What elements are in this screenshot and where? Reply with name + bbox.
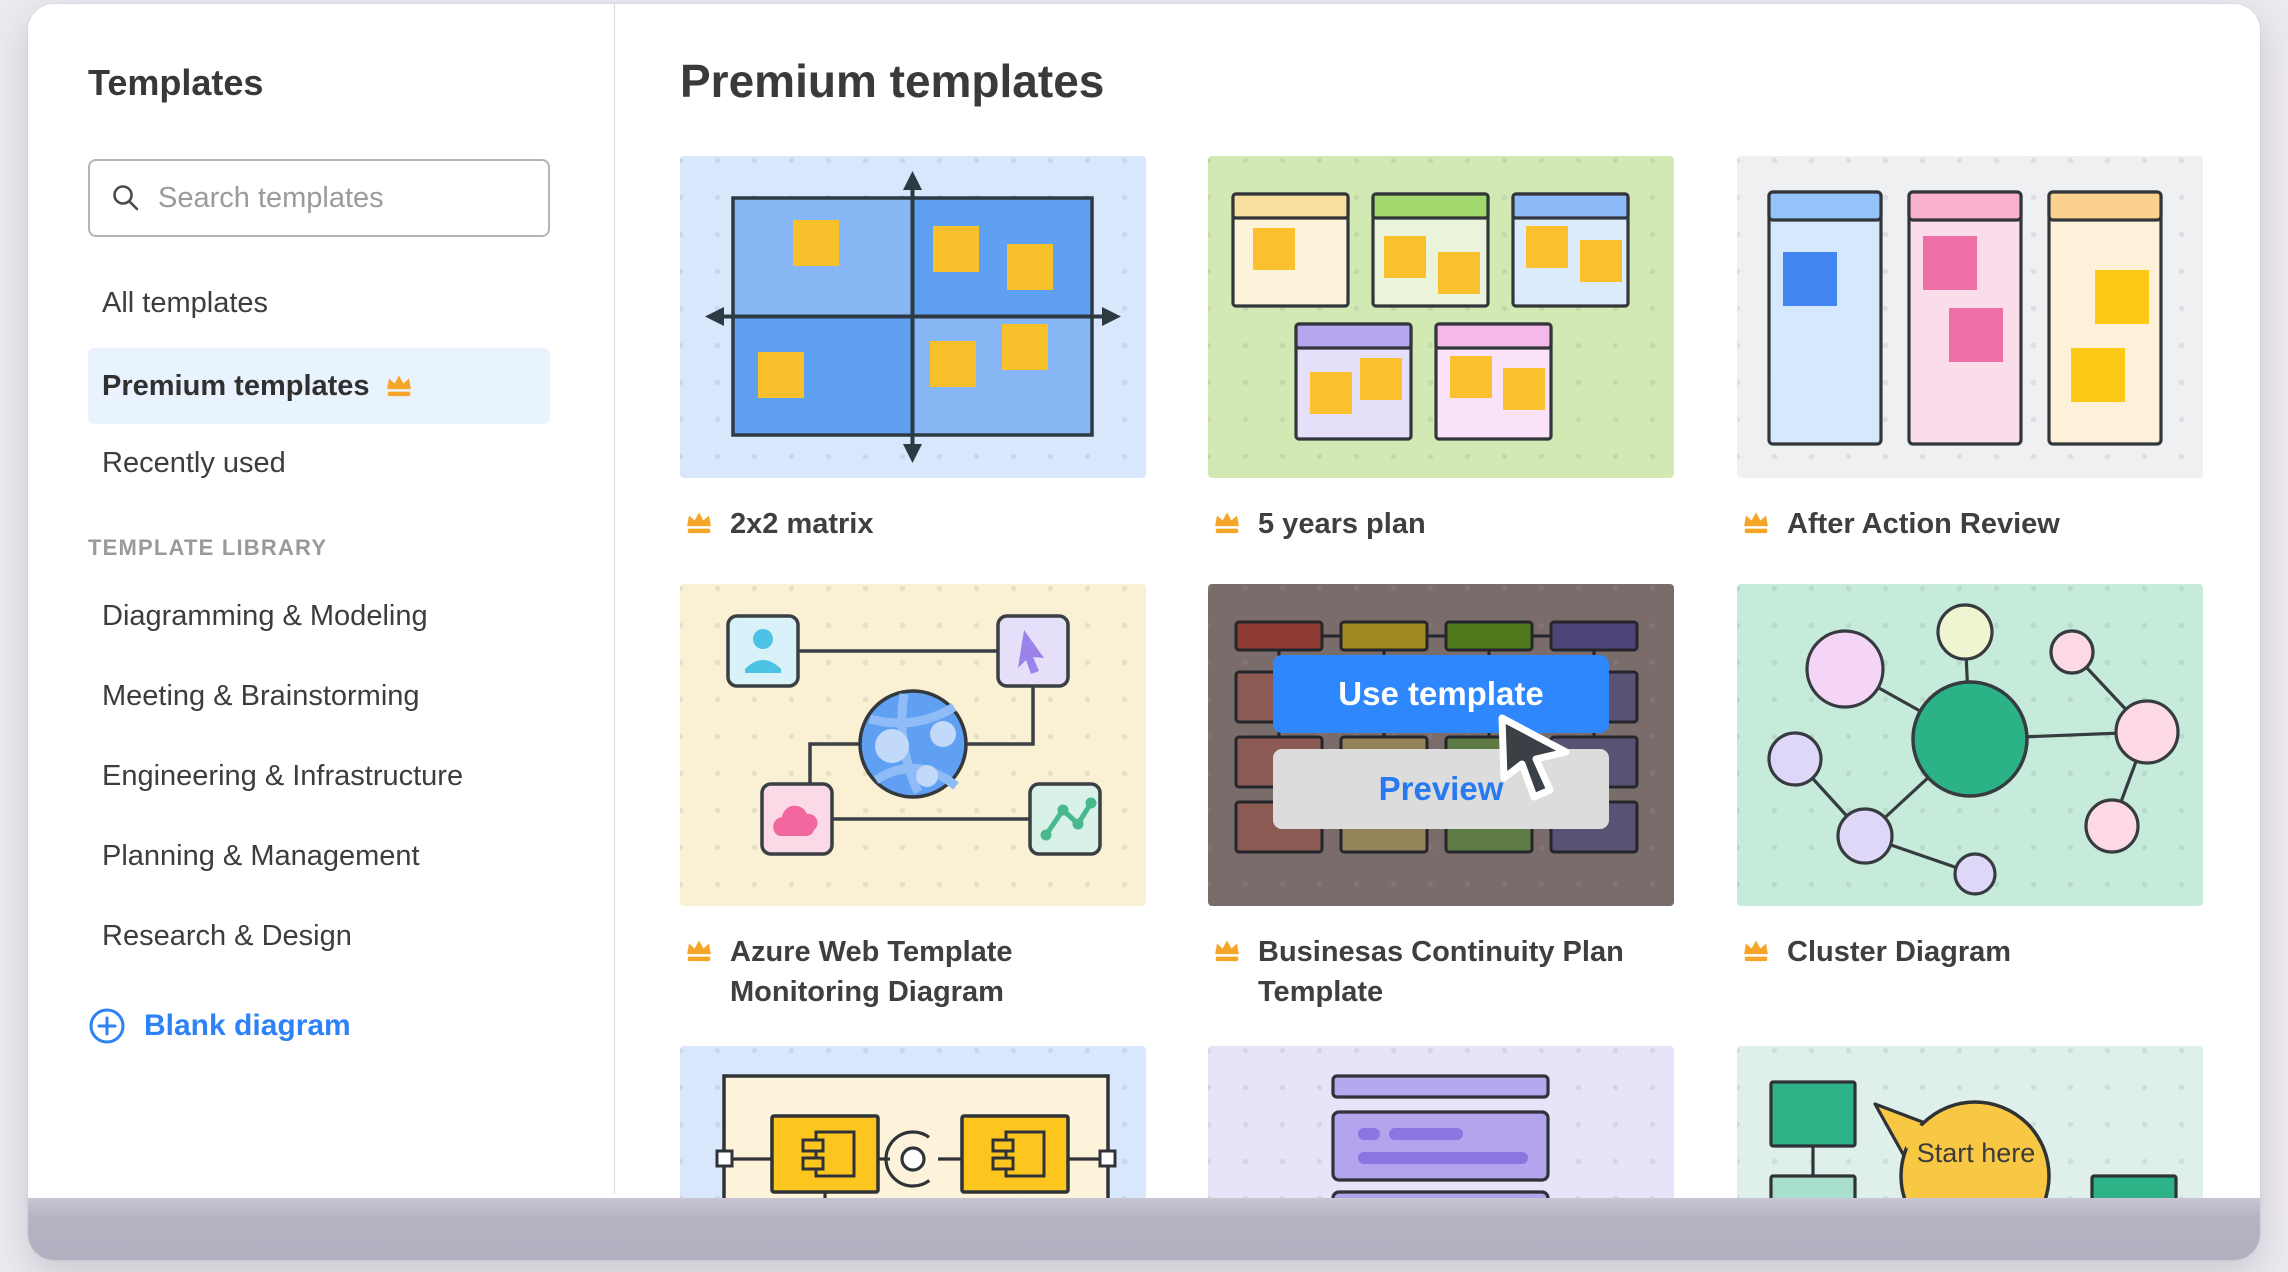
crown-icon [1212, 508, 1242, 543]
crown-icon [1741, 936, 1771, 971]
template-thumbnail-5-years-plan [1208, 156, 1674, 478]
search-input[interactable] [158, 181, 535, 215]
template-card-cluster-diagram[interactable]: Cluster Diagram [1737, 584, 2203, 972]
template-thumbnail-after-action-review [1737, 156, 2203, 478]
template-card-2x2-matrix[interactable]: 2x2 matrix [680, 156, 1146, 544]
template-thumbnail-azure-monitoring [680, 584, 1146, 906]
start-here-bubble-text: Start here [1916, 1138, 2036, 1168]
template-card-azure-monitoring[interactable]: Azure Web Template Monitoring Diagram [680, 584, 1146, 1012]
card-title: Cluster Diagram [1787, 936, 2012, 968]
template-card-business-continuity[interactable]: Use template Preview Businesas Continuit… [1208, 584, 1674, 1012]
card-title: After Action Review [1787, 508, 2060, 540]
plus-circle-icon [88, 1007, 126, 1045]
crown-icon [684, 936, 714, 971]
card-label: Businesas Continuity Plan Template [1208, 932, 1674, 1012]
card-title: Businesas Continuity Plan Template [1258, 936, 1624, 1008]
sidebar-item-planning-management[interactable]: Planning & Management [102, 840, 420, 872]
search-icon [110, 182, 142, 214]
template-card-after-action-review[interactable]: After Action Review [1737, 156, 2203, 544]
template-card-5-years-plan[interactable]: 5 years plan [1208, 156, 1674, 544]
search-box[interactable] [88, 159, 550, 237]
card-label: Cluster Diagram [1737, 932, 2203, 972]
sidebar-item-diagramming-modeling[interactable]: Diagramming & Modeling [102, 600, 428, 632]
templates-window: Templates All templates Premium template… [28, 4, 2260, 1260]
card-title: 5 years plan [1258, 508, 1426, 540]
template-thumbnail-cluster-diagram [1737, 584, 2203, 906]
blank-diagram-button[interactable]: Blank diagram [88, 1007, 351, 1045]
sidebar-item-premium-templates[interactable]: Premium templates [88, 348, 550, 424]
template-thumbnail-2x2-matrix [680, 156, 1146, 478]
crown-icon [1212, 936, 1242, 971]
crown-icon [384, 371, 414, 406]
sidebar: Templates All templates Premium template… [28, 4, 615, 1194]
card-label: 2x2 matrix [680, 504, 1146, 544]
card-label: After Action Review [1737, 504, 2203, 544]
sidebar-item-all-templates[interactable]: All templates [102, 287, 269, 319]
card-title: 2x2 matrix [730, 508, 874, 540]
sidebar-item-research-design[interactable]: Research & Design [102, 920, 352, 952]
use-template-button[interactable]: Use template [1273, 655, 1609, 733]
card-title: Azure Web Template Monitoring Diagram [730, 936, 1013, 1008]
sidebar-item-meeting-brainstorming[interactable]: Meeting & Brainstorming [102, 680, 420, 712]
page-title: Premium templates [680, 55, 1105, 107]
card-label: Azure Web Template Monitoring Diagram [680, 932, 1146, 1012]
sidebar-title: Templates [88, 62, 264, 103]
card-label: 5 years plan [1208, 504, 1674, 544]
sidebar-item-recently-used[interactable]: Recently used [102, 447, 286, 479]
crown-icon [684, 508, 714, 543]
template-library-section-label: TEMPLATE LIBRARY [88, 535, 328, 560]
crown-icon [1741, 508, 1771, 543]
sidebar-item-engineering-infrastructure[interactable]: Engineering & Infrastructure [102, 760, 464, 792]
window-bottom-bar [28, 1198, 2260, 1260]
template-thumbnail-business-continuity: Use template Preview [1208, 584, 1674, 906]
